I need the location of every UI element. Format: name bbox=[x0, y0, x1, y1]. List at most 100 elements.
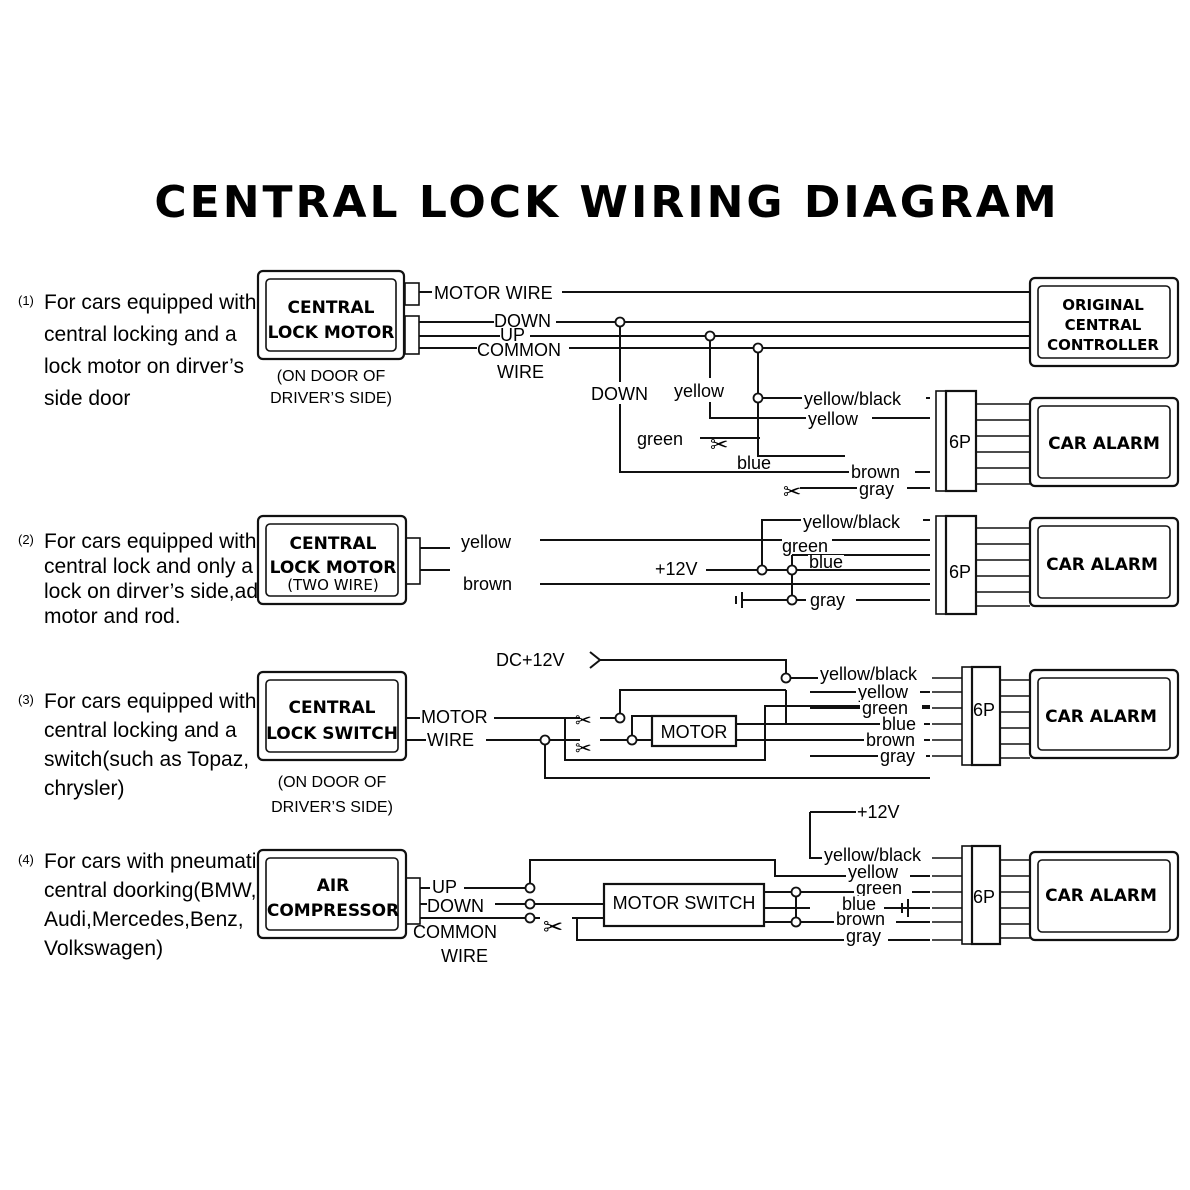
branch-green-label: green bbox=[637, 429, 683, 449]
blue-label: blue bbox=[882, 714, 916, 734]
gray-label: gray bbox=[859, 479, 894, 499]
section-3-desc-line-3: switch(such as Topaz, bbox=[44, 748, 249, 771]
up-wire-label: UP bbox=[432, 877, 457, 897]
central-lock-motor-two-wire-box: CENTRAL LOCK MOTOR (TWO WIRE) bbox=[256, 514, 408, 606]
up-wire-label: UP bbox=[500, 325, 525, 345]
device-label-line-1: AIR bbox=[317, 876, 350, 896]
green-label: green bbox=[782, 536, 828, 556]
car-alarm-label: CAR ALARM bbox=[1048, 434, 1160, 454]
down-wire-label: DOWN bbox=[494, 311, 551, 331]
car-alarm-box: CAR ALARM bbox=[1028, 516, 1180, 608]
branch-yellow-label: yellow bbox=[674, 381, 725, 401]
controller-label-line-3: CONTROLLER bbox=[1047, 336, 1159, 354]
wire-label: WIRE bbox=[441, 946, 488, 966]
connector-label: 6P bbox=[973, 887, 995, 907]
section-1-desc-line-4: side door bbox=[44, 387, 130, 410]
yellow-black-label: yellow/black bbox=[824, 845, 922, 865]
air-compressor-box: AIR COMPRESSOR bbox=[256, 848, 408, 940]
device-label-line-2: LOCK MOTOR bbox=[268, 323, 395, 343]
6p-connector: 6P bbox=[932, 844, 1030, 946]
branch-down-label: DOWN bbox=[591, 384, 648, 404]
gray-label: gray bbox=[846, 926, 881, 946]
yellow-black-label: yellow/black bbox=[803, 512, 901, 532]
motor-wire-label-1: MOTOR bbox=[421, 707, 488, 727]
section-3-desc-line-1: For cars equipped with bbox=[44, 690, 256, 713]
section-1-desc-line-1: For cars equipped with bbox=[44, 291, 256, 314]
green-label: green bbox=[856, 878, 902, 898]
section-2-desc-line-1: For cars equipped with bbox=[44, 530, 256, 553]
cut-scissors-icon: ✂ bbox=[575, 736, 592, 760]
yellow-wire-label: yellow bbox=[461, 532, 512, 552]
central-lock-motor-box: CENTRAL LOCK MOTOR bbox=[256, 269, 406, 361]
wire-label: WIRE bbox=[497, 362, 544, 382]
device-label-line-2: LOCK MOTOR bbox=[270, 558, 397, 578]
yellow-label: yellow bbox=[848, 862, 899, 882]
6p-connector: 6P bbox=[935, 389, 1030, 493]
yellow-black-label: yellow/black bbox=[804, 389, 902, 409]
section-4-desc-line-4: Volkswagen) bbox=[44, 937, 163, 960]
yellow-label: yellow bbox=[858, 682, 909, 702]
diagram-title: CENTRAL LOCK WIRING DIAGRAM bbox=[154, 177, 1059, 228]
motor-switch-label: MOTOR SWITCH bbox=[613, 893, 756, 913]
section-2-desc-line-2: central lock and only a bbox=[44, 555, 253, 578]
central-lock-switch-box: CENTRAL LOCK SWITCH bbox=[256, 670, 408, 762]
motor-wire-label: MOTOR WIRE bbox=[434, 283, 553, 303]
branch-blue-label: blue bbox=[737, 453, 771, 473]
device-label-line-1: CENTRAL bbox=[290, 534, 377, 554]
car-alarm-box: CAR ALARM bbox=[1028, 850, 1180, 942]
device-note-line-2: DRIVER’S SIDE) bbox=[270, 390, 392, 407]
down-wire-label: DOWN bbox=[427, 896, 484, 916]
section-2: (2) For cars equipped with central lock … bbox=[18, 512, 1180, 628]
motor-wire-label-2: WIRE bbox=[427, 730, 474, 750]
car-alarm-label: CAR ALARM bbox=[1046, 555, 1158, 575]
6p-connector: 6P bbox=[935, 514, 1030, 616]
section-4-desc-line-1: For cars with pneumatic bbox=[44, 850, 267, 873]
section-3: (3) For cars equipped with central locki… bbox=[18, 650, 1180, 816]
section-1-desc-line-3: lock motor on dirver’s bbox=[44, 355, 244, 378]
section-3-number: (3) bbox=[18, 692, 34, 707]
section-2-desc-line-3: lock on dirver’s side,add bbox=[44, 580, 270, 603]
section-4: (4) For cars with pneumatic central door… bbox=[18, 802, 1180, 966]
section-1: (1) For cars equipped with central locki… bbox=[18, 269, 1180, 505]
blue-label: blue bbox=[809, 552, 843, 572]
gray-label: gray bbox=[810, 590, 845, 610]
device-label-line-1: CENTRAL bbox=[289, 698, 376, 718]
section-4-desc-line-2: central doorking(BMW, bbox=[44, 879, 256, 902]
brown-label: brown bbox=[866, 730, 915, 750]
device-label-line-1: CENTRAL bbox=[288, 298, 375, 318]
section-2-desc-line-4: motor and rod. bbox=[44, 605, 181, 628]
section-3-desc-line-2: central locking and a bbox=[44, 719, 237, 742]
car-alarm-box: CAR ALARM bbox=[1028, 668, 1180, 760]
controller-label-line-1: ORIGINAL bbox=[1062, 296, 1144, 314]
gray-label: gray bbox=[880, 746, 915, 766]
cut-scissors-icon: ✂ bbox=[543, 913, 563, 941]
dc12v-label: DC+12V bbox=[496, 650, 565, 670]
motor-box-label: MOTOR bbox=[661, 722, 728, 742]
plus12v-label: +12V bbox=[857, 802, 900, 822]
controller-label-line-2: CENTRAL bbox=[1065, 316, 1142, 334]
device-note-line-2: DRIVER’S SIDE) bbox=[271, 799, 393, 816]
device-label-line-2: LOCK SWITCH bbox=[266, 724, 398, 744]
green-label: green bbox=[862, 698, 908, 718]
section-4-desc-line-3: Audi,Mercedes,Benz, bbox=[44, 908, 244, 931]
connector-label: 6P bbox=[949, 562, 971, 582]
yellow-black-label: yellow/black bbox=[820, 664, 918, 684]
section-1-number: (1) bbox=[18, 293, 34, 308]
device-note-line-1: (ON DOOR OF bbox=[278, 774, 387, 791]
device-label-line-2: COMPRESSOR bbox=[267, 901, 399, 921]
device-label-line-3: (TWO WIRE) bbox=[287, 576, 378, 594]
cut-scissors-icon: ✂ bbox=[710, 433, 728, 458]
car-alarm-label: CAR ALARM bbox=[1045, 886, 1157, 906]
yellow-label: yellow bbox=[808, 409, 859, 429]
brown-wire-label: brown bbox=[463, 574, 512, 594]
cut-scissors-icon: ✂ bbox=[783, 480, 801, 505]
car-alarm-label: CAR ALARM bbox=[1045, 707, 1157, 727]
section-2-number: (2) bbox=[18, 532, 34, 547]
common-wire-label: COMMON bbox=[413, 922, 497, 942]
common-wire-label: COMMON bbox=[477, 340, 561, 360]
brown-label: brown bbox=[836, 909, 885, 929]
plus12v-label: +12V bbox=[655, 559, 698, 579]
connector-label: 6P bbox=[949, 432, 971, 452]
section-3-desc-line-4: chrysler) bbox=[44, 777, 125, 800]
